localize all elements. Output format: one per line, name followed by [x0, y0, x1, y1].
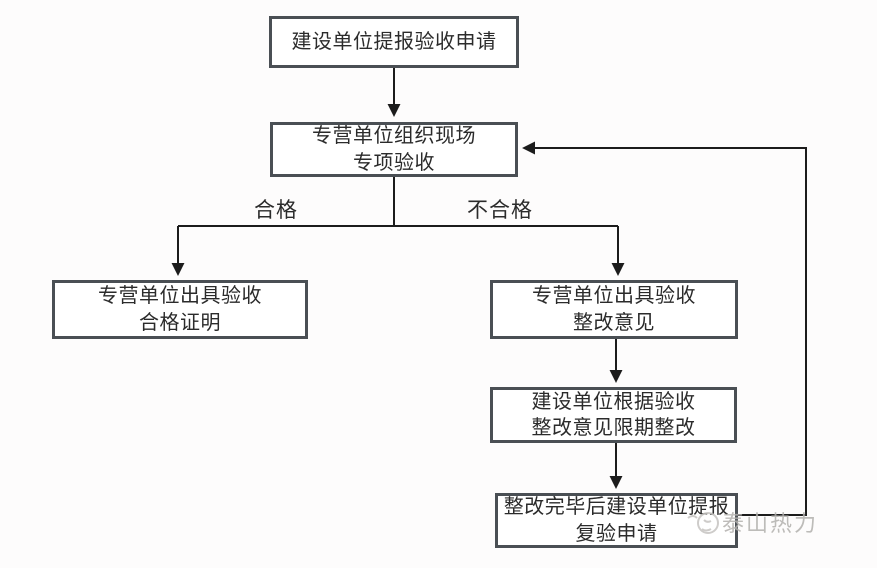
- node-text-line: 专营单位出具验收: [532, 285, 696, 308]
- flow-node-reinspection-application: 整改完毕后建设单位提报 复验申请: [495, 493, 738, 548]
- node-text-line: 建设单位提报验收申请: [291, 30, 497, 53]
- node-text-line: 复验申请: [575, 522, 658, 545]
- edge-label-pass: 合格: [254, 199, 298, 222]
- node-text-line: 整改完毕后建设单位提报: [503, 496, 730, 519]
- flow-node-pass-certificate: 专营单位出具验收 合格证明: [52, 280, 308, 339]
- flow-node-rectify-within-deadline: 建设单位根据验收 整改意见限期整改: [490, 387, 737, 443]
- edge-label-fail: 不合格: [467, 199, 533, 222]
- node-text-line: 专营单位组织现场: [312, 125, 476, 148]
- node-text-line: 合格证明: [139, 311, 221, 334]
- flow-node-submit-application: 建设单位提报验收申请: [269, 16, 519, 68]
- node-text-line: 整改意见: [573, 311, 655, 334]
- flow-node-rectification-opinion: 专营单位出具验收 整改意见: [490, 280, 738, 339]
- node-text-line: 专营单位出具验收: [98, 285, 262, 308]
- flow-node-onsite-inspection: 专营单位组织现场 专项验收: [270, 122, 518, 177]
- node-text-line: 建设单位根据验收: [531, 390, 696, 413]
- node-text-line: 整改意见限期整改: [531, 417, 696, 439]
- node-text-line: 专项验收: [353, 151, 435, 174]
